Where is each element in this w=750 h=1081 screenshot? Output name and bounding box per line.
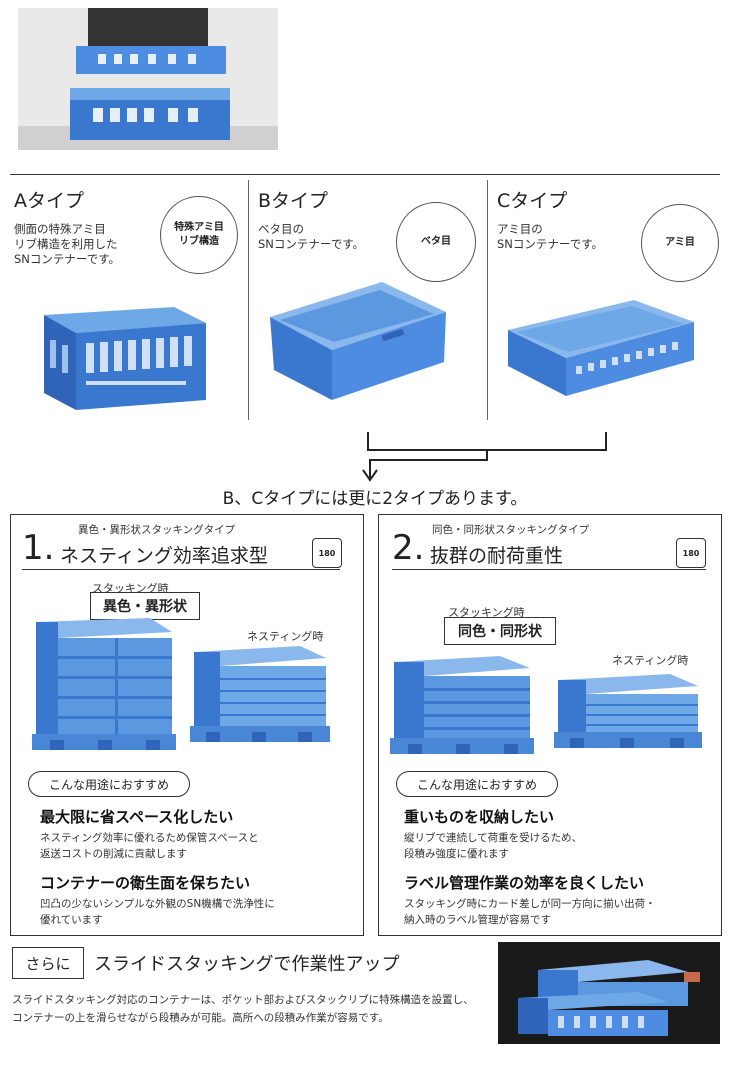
top-photo bbox=[18, 8, 278, 150]
section-2-recommend-label: こんな用途におすすめ bbox=[396, 771, 558, 797]
rotation-180-icon: 180 bbox=[676, 538, 706, 568]
section-1-nest-label: ネスティング時 bbox=[247, 630, 324, 643]
divider-top bbox=[10, 174, 720, 175]
divider-a-b bbox=[248, 180, 249, 420]
section-1-stack-label: スタッキング時 bbox=[92, 582, 169, 595]
section-1-point-2-body: 凹凸の少ないシンプルな外観のSN機構で洗浄性に 優れています bbox=[40, 898, 275, 926]
section-1-subtitle: 異色・異形状スタッキングタイプ bbox=[78, 524, 236, 536]
type-b-title: Bタイプ bbox=[258, 190, 329, 212]
section-2-tag: 同色・同形状 bbox=[444, 617, 556, 645]
divider-b-c bbox=[487, 180, 488, 420]
type-c-badge: アミ目 bbox=[641, 204, 719, 282]
section-2-nest-label: ネスティング時 bbox=[612, 654, 689, 667]
section-1-number: 1. bbox=[22, 528, 55, 568]
section-2-number: 2. bbox=[392, 528, 425, 568]
section-2-box bbox=[378, 514, 722, 936]
type-a-title: Aタイプ bbox=[14, 190, 84, 212]
section-2-underline bbox=[392, 569, 706, 570]
section-2-point-2-head: ラベル管理作業の効率を良くしたい bbox=[404, 874, 645, 892]
type-a-badge: 特殊アミ目 リブ構造 bbox=[160, 196, 238, 274]
type-b-crate-image bbox=[270, 282, 446, 400]
section-1-title: ネスティング効率追求型 bbox=[60, 545, 268, 567]
intro-text: B、Cタイプには更に2タイプあります。 bbox=[222, 489, 528, 509]
section-1-point-1-body: ネスティング効率に優れるため保管スペースと 返送コストの削減に貢献します bbox=[40, 832, 259, 860]
section-2-point-2-body: スタッキング時にカード差しが同一方向に揃い出荷・ 納入時のラベル管理が容易です bbox=[404, 898, 656, 926]
type-b-badge: ベタ目 bbox=[396, 202, 476, 282]
section-1-box bbox=[10, 514, 364, 936]
bracket-arrow bbox=[362, 432, 607, 482]
section-1-pallet-image bbox=[32, 618, 330, 750]
section-1-point-1-head: 最大限に省スペース化したい bbox=[40, 808, 234, 826]
type-a-crate-image bbox=[44, 307, 206, 410]
type-b-desc: ベタ目の SNコンテナーです。 bbox=[258, 222, 365, 251]
section-1-point-2-head: コンテナーの衛生面を保ちたい bbox=[40, 874, 251, 892]
further-body: スライドスタッキング対応のコンテナーは、ポケット部およびスタックリブに特殊構造を… bbox=[12, 994, 474, 1024]
type-c-title: Cタイプ bbox=[497, 190, 568, 212]
further-tag: さらに bbox=[12, 947, 84, 979]
further-title: スライドスタッキングで作業性アップ bbox=[94, 954, 400, 975]
type-c-crate-image bbox=[508, 300, 694, 396]
section-1-recommend-label: こんな用途におすすめ bbox=[28, 771, 190, 797]
section-2-stack-label: スタッキング時 bbox=[448, 606, 525, 619]
section-1-underline bbox=[22, 569, 340, 570]
type-a-desc: 側面の特殊アミ目 リブ構造を利用した SNコンテナーです。 bbox=[14, 222, 121, 266]
section-2-point-1-body: 縦リブで連続して荷重を受けるため、 段積み強度に優れます bbox=[404, 832, 583, 860]
section-2-title: 抜群の耐荷重性 bbox=[430, 545, 564, 567]
type-c-desc: アミ目の SNコンテナーです。 bbox=[497, 222, 604, 251]
section-2-point-1-head: 重いものを収納したい bbox=[404, 808, 555, 826]
section-2-pallet-image bbox=[390, 656, 702, 754]
section-2-subtitle: 同色・同形状スタッキングタイプ bbox=[432, 524, 590, 536]
slide-stacking-photo bbox=[498, 942, 720, 1044]
rotation-180-icon: 180 bbox=[312, 538, 342, 568]
